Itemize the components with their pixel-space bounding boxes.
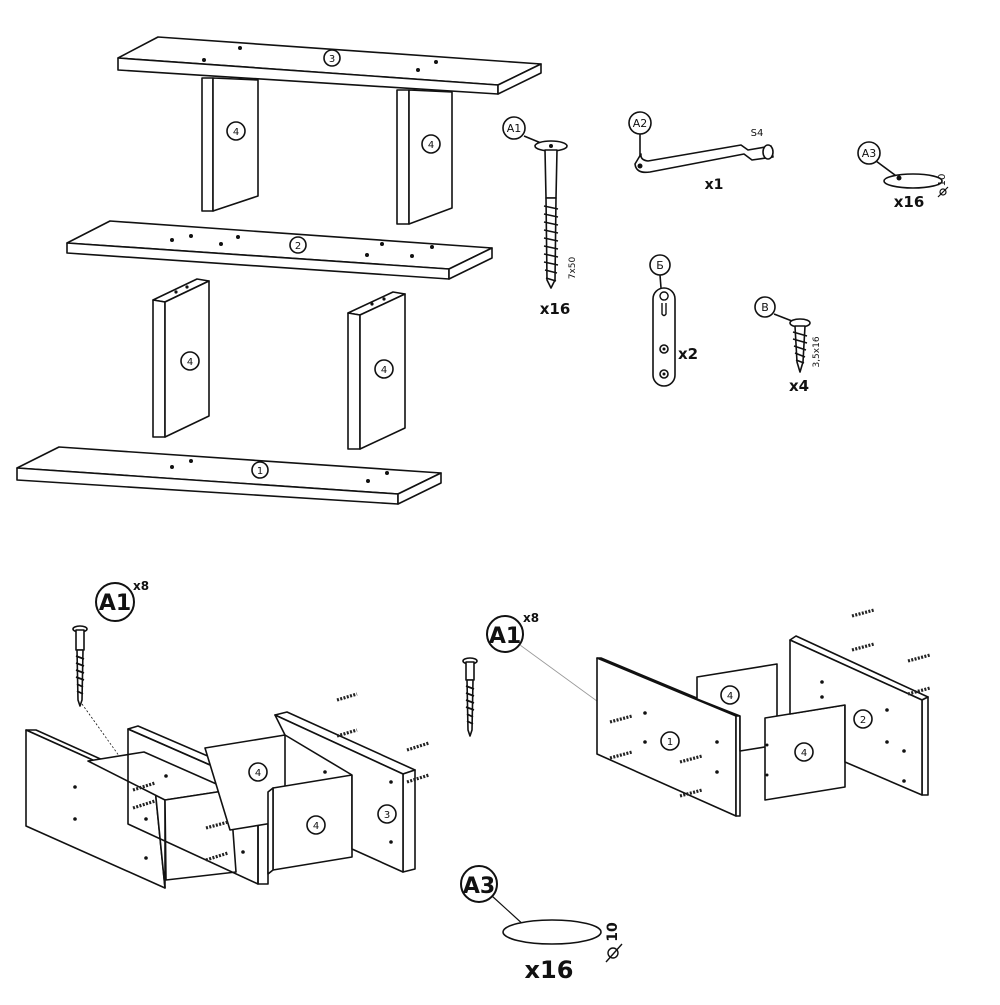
cap-icon bbox=[883, 173, 943, 189]
step2-callout-label: A1 bbox=[489, 624, 521, 649]
step2-callout-qty: x8 bbox=[523, 611, 539, 625]
part-number-3: 3 bbox=[329, 54, 335, 65]
step-1-assembly: A1 x8 bbox=[25, 579, 430, 889]
panel-4-lower-right: 4 bbox=[347, 291, 406, 450]
panel-2-middle-board: 2 bbox=[66, 220, 493, 280]
step1-screws bbox=[132, 692, 430, 862]
step3-callout-label: A3 bbox=[463, 874, 495, 899]
hardware-a3-size: 10 bbox=[937, 174, 948, 187]
diameter-icon bbox=[939, 188, 947, 196]
panel-3-top-board: 3 bbox=[117, 36, 542, 95]
hardware-b: Б x2 bbox=[649, 254, 698, 387]
step3-diameter-icon bbox=[607, 947, 619, 959]
hardware-b-qty: x2 bbox=[678, 345, 698, 363]
hardware-a2: A2 S4 x1 bbox=[628, 111, 774, 193]
part-number-4-d: 4 bbox=[381, 365, 387, 376]
hardware-a1-label: A1 bbox=[507, 122, 522, 135]
step1-part-4-a: 4 bbox=[255, 768, 261, 779]
part-number-2: 2 bbox=[295, 241, 301, 252]
step1-part-4-b: 4 bbox=[313, 821, 319, 832]
step1-callout-qty: x8 bbox=[133, 579, 149, 593]
hardware-v-qty: x4 bbox=[789, 377, 809, 395]
hardware-a1-size: 7x50 bbox=[568, 256, 578, 279]
step-3-caps: A3 10 x16 bbox=[460, 865, 623, 984]
hanger-plate-icon bbox=[652, 287, 676, 387]
step2-part-1: 1 bbox=[667, 737, 673, 748]
hardware-a1: A1 7x50 x16 bbox=[502, 116, 578, 318]
step1-callout-label: A1 bbox=[99, 591, 131, 616]
hardware-a2-size: S4 bbox=[751, 128, 764, 139]
hardware-v: В 3,5x16 x4 bbox=[754, 296, 822, 395]
part-number-4-a: 4 bbox=[233, 127, 239, 138]
hardware-a3-qty: x16 bbox=[894, 193, 925, 211]
step3-size: 10 bbox=[605, 922, 621, 942]
hardware-v-size: 3,5x16 bbox=[812, 336, 822, 367]
hardware-a2-label: A2 bbox=[633, 117, 648, 130]
step-2-assembly: A1 x8 1 4 4 bbox=[462, 608, 931, 817]
panel-4-lower-left: 4 bbox=[152, 278, 210, 438]
step2-part-4-b: 4 bbox=[801, 748, 807, 759]
panel-4-upper-right: 4 bbox=[396, 89, 453, 225]
step2-screws bbox=[609, 608, 931, 798]
step1-part-3: 3 bbox=[384, 810, 390, 821]
hardware-v-label: В bbox=[761, 301, 769, 314]
hardware-b-label: Б bbox=[656, 259, 664, 272]
step2-part-2: 2 bbox=[860, 715, 866, 726]
part-number-4-b: 4 bbox=[428, 140, 434, 151]
step2-part-4-a: 4 bbox=[727, 691, 733, 702]
step3-cap-icon bbox=[502, 919, 602, 945]
hex-key-icon bbox=[634, 144, 774, 174]
hardware-a3: A3 10 x16 bbox=[857, 141, 949, 211]
part-number-4-c: 4 bbox=[187, 357, 193, 368]
hardware-a3-label: A3 bbox=[862, 147, 877, 160]
part-number-1: 1 bbox=[257, 466, 263, 477]
panel-1-bottom-board: 1 bbox=[16, 446, 442, 505]
hardware-a2-qty: x1 bbox=[705, 177, 724, 193]
hardware-a1-qty: x16 bbox=[540, 300, 571, 318]
panel-4-upper-left: 4 bbox=[201, 77, 259, 212]
step3-qty: x16 bbox=[525, 956, 574, 984]
